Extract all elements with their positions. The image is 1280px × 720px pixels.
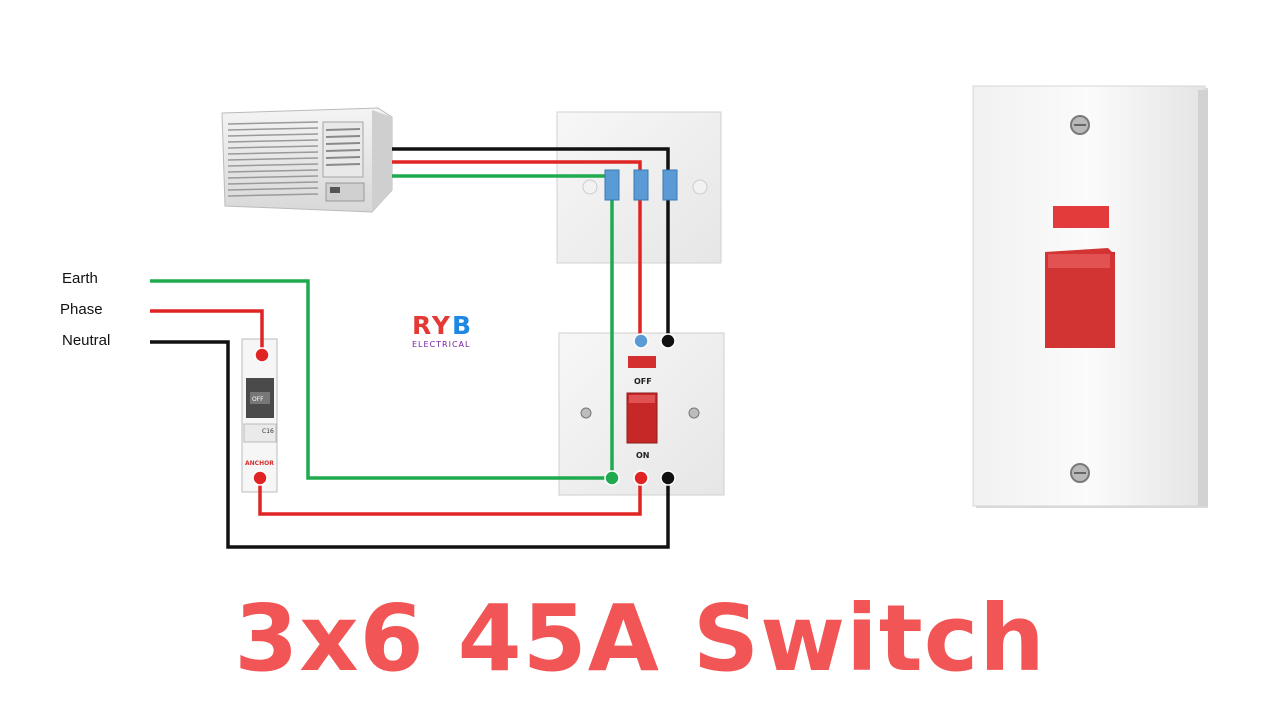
ac-neutral-wire	[392, 147, 670, 340]
breaker-off-label: OFF	[252, 396, 264, 403]
logo-subtitle: ELECTRICAL	[412, 340, 471, 349]
breaker-rating: C16	[262, 428, 274, 435]
air-conditioner	[221, 107, 393, 213]
wires	[150, 147, 670, 549]
phase-label: Phase	[60, 301, 103, 318]
logo-letter-r: R	[412, 311, 432, 340]
logo-letter-b: B	[452, 311, 474, 340]
logo-letter-y: Y	[431, 311, 452, 340]
supply-earth-wire	[150, 279, 612, 480]
supply-neutral-wire	[150, 340, 670, 549]
switch-photo	[972, 85, 1208, 508]
switch-on-label: ON	[636, 451, 650, 460]
switch-off-label: OFF	[634, 377, 652, 386]
terminal-dots	[252, 333, 676, 486]
supply-phase-wire	[150, 309, 264, 355]
ac-phase-wire	[392, 160, 642, 340]
circuit-breaker: OFF C16 ANCHOR	[241, 338, 278, 493]
breaker-out-phase-wire	[258, 478, 642, 516]
terminal-connectors	[604, 169, 678, 201]
earth-label: Earth	[62, 270, 98, 287]
neutral-label: Neutral	[62, 332, 111, 349]
page-title: 3x6 45A Switch	[234, 585, 1046, 692]
breaker-brand: ANCHOR	[245, 460, 274, 467]
switch-plate-45a: OFF ON	[558, 332, 725, 496]
ryb-logo: RYB ELECTRICAL	[412, 313, 492, 353]
